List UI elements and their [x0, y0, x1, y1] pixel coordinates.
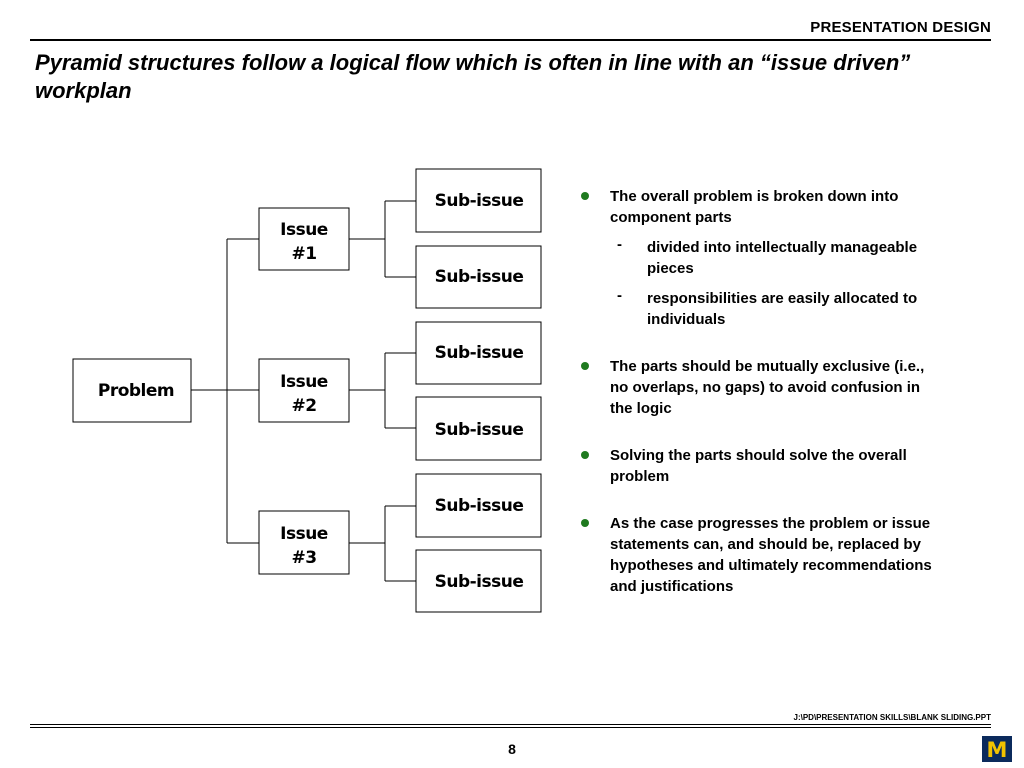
issue-3-label-line1: Issue — [280, 524, 328, 544]
green-dot-bullet-icon — [581, 451, 589, 459]
footer-rule — [30, 727, 991, 728]
subissue-node-1a: Sub-issue — [415, 168, 542, 233]
issue-node-2: Issue #2 — [258, 358, 350, 423]
bullet-item: As the case progresses the problem or is… — [578, 513, 938, 597]
sub-bullet-text: responsibilities are easily allocated to… — [647, 290, 918, 328]
page-number: 8 — [508, 741, 516, 757]
sub-bullet-text: divided into intellectually manageable p… — [647, 239, 918, 277]
subissue-node-1b: Sub-issue — [415, 245, 542, 309]
subissue-1b-label: Sub-issue — [435, 267, 524, 287]
file-path: J:\PD\PRESENTATION SKILLS\BLANK SLIDING.… — [793, 713, 992, 722]
green-dot-bullet-icon — [581, 519, 589, 527]
bullet-text: Solving the parts should solve the overa… — [610, 447, 907, 485]
connector-lines — [191, 200, 416, 582]
issue-2-label-line2: #2 — [291, 396, 316, 416]
green-dot-bullet-icon — [581, 192, 589, 200]
bullet-item: The parts should be mutually exclusive (… — [578, 356, 938, 419]
university-m-logo-icon: M — [982, 736, 1012, 762]
issue-3-label-line2: #3 — [291, 548, 316, 568]
subissue-1a-label: Sub-issue — [435, 191, 524, 211]
subissue-3b-label: Sub-issue — [435, 572, 524, 592]
subissue-node-2a: Sub-issue — [415, 321, 542, 385]
sub-bullet-list: - divided into intellectually manageable… — [610, 236, 938, 330]
subissue-node-2b: Sub-issue — [415, 396, 542, 461]
subissue-2b-label: Sub-issue — [435, 420, 524, 440]
subissue-3a-label: Sub-issue — [435, 496, 524, 516]
subissue-node-3b: Sub-issue — [415, 549, 542, 613]
header-rule — [30, 39, 991, 41]
green-dot-bullet-icon — [581, 362, 589, 370]
bullet-text: The overall problem is broken down into … — [610, 188, 899, 226]
sub-bullet-item: - divided into intellectually manageable… — [610, 236, 938, 279]
bullet-text: The parts should be mutually exclusive (… — [610, 358, 925, 417]
subissue-2a-label: Sub-issue — [435, 343, 524, 363]
problem-label: Problem — [98, 381, 174, 401]
slide-title: Pyramid structures follow a logical flow… — [35, 50, 911, 103]
problem-node: Problem — [72, 358, 192, 423]
logo-letter: M — [987, 738, 1008, 762]
bullet-item: The overall problem is broken down into … — [578, 186, 938, 330]
bullet-item: Solving the parts should solve the overa… — [578, 445, 938, 487]
issue-1-label-line1: Issue — [280, 220, 328, 240]
issue-node-3: Issue #3 — [258, 510, 350, 575]
bullet-list: The overall problem is broken down into … — [578, 186, 938, 623]
dash-bullet-icon: - — [617, 287, 622, 304]
sub-bullet-item: - responsibilities are easily allocated … — [610, 287, 938, 330]
subissue-node-3a: Sub-issue — [415, 473, 542, 538]
bullet-text: As the case progresses the problem or is… — [610, 515, 932, 595]
issue-1-label-line2: #1 — [291, 244, 316, 264]
issue-2-label-line1: Issue — [280, 372, 328, 392]
footer-rule — [30, 724, 991, 725]
dash-bullet-icon: - — [617, 236, 622, 253]
issue-node-1: Issue #1 — [258, 207, 350, 271]
header-label: PRESENTATION DESIGN — [810, 19, 991, 36]
